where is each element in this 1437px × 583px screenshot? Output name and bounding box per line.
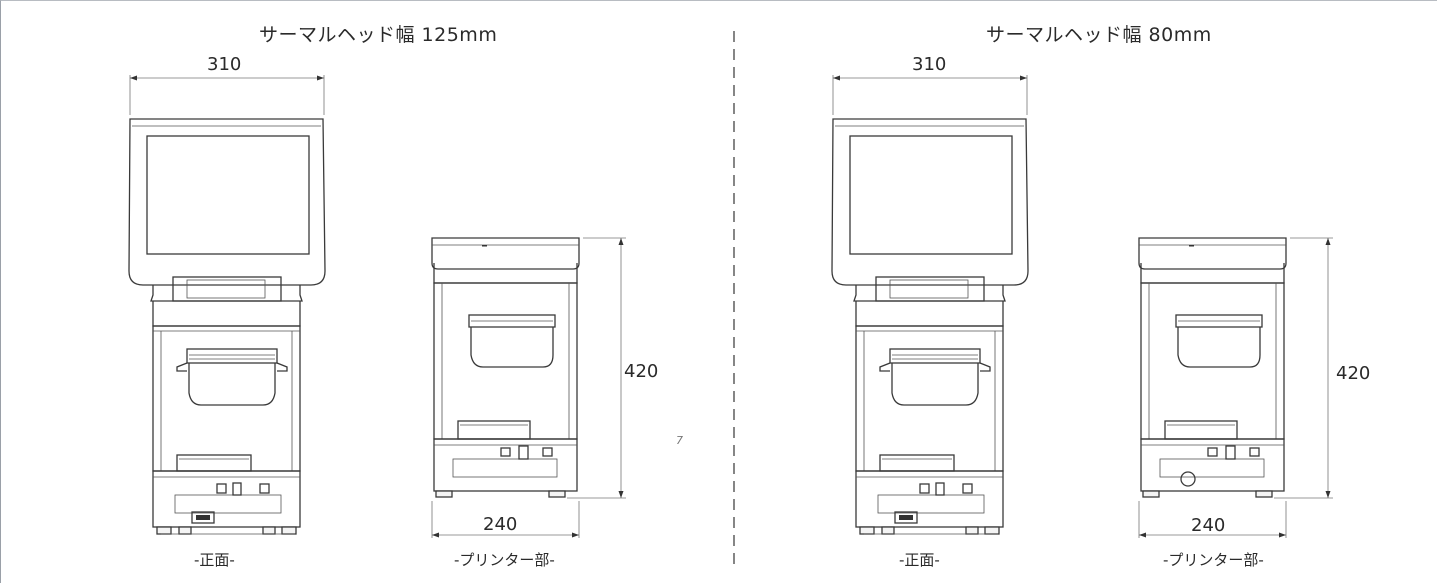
left-front-width-label: 310 xyxy=(207,54,242,75)
stray-mark: 7 xyxy=(676,434,683,447)
left-heading: サーマルヘッド幅 125mm xyxy=(259,24,498,46)
left-printer-view xyxy=(431,237,627,539)
right-heading: サーマルヘッド幅 80mm xyxy=(986,24,1212,46)
right-front-view xyxy=(831,74,1029,535)
right-printer-height-label: 420 xyxy=(1336,363,1371,384)
right-front-caption: -正面- xyxy=(899,551,940,569)
right-printer-view xyxy=(1138,237,1334,539)
left-front-view xyxy=(128,74,326,535)
left-printer-width-label: 240 xyxy=(483,514,518,535)
right-printer-width-label: 240 xyxy=(1191,515,1226,536)
right-front-width-label: 310 xyxy=(912,54,947,75)
left-front-caption: -正面- xyxy=(194,551,235,569)
right-printer-caption: -プリンター部- xyxy=(1163,551,1264,569)
left-printer-height-label: 420 xyxy=(624,361,659,382)
right-printer-knob xyxy=(1180,471,1196,487)
left-printer-caption: -プリンター部- xyxy=(454,551,555,569)
